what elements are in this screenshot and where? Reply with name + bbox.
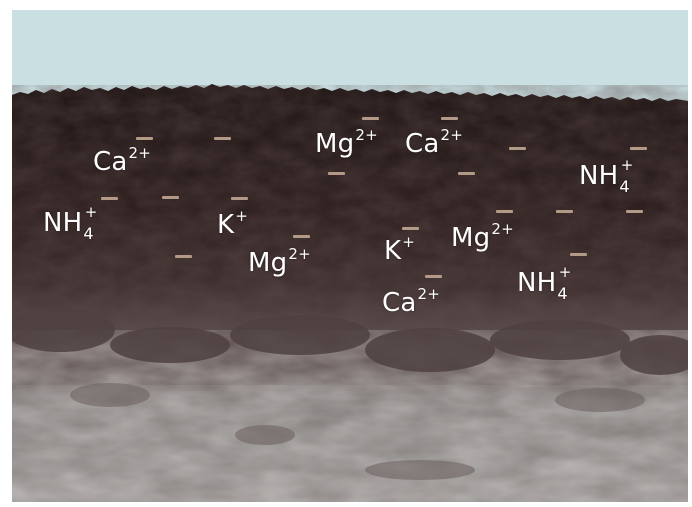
negative-charge-mark <box>214 137 231 140</box>
ion-label-4: NH4 + <box>43 205 98 242</box>
negative-charge-mark <box>175 255 192 258</box>
ion-label-9: Mg2+ <box>451 220 514 253</box>
subsoil-dark-patches <box>70 383 645 480</box>
ion-charge: 2+ <box>128 144 152 162</box>
negative-charge-mark <box>556 210 573 213</box>
ion-subscript: 4 <box>619 177 630 196</box>
ion-symbol: NH <box>43 208 83 238</box>
ion-symbol: K <box>217 210 235 240</box>
ion-label-2: Mg2+ <box>315 126 378 159</box>
ion-charge: 2+ <box>417 285 441 303</box>
ion-symbol: NH <box>517 268 557 298</box>
negative-charge-mark <box>570 253 587 256</box>
ion-subscript: 4 <box>83 224 94 243</box>
ion-label-7: Mg2+ <box>248 245 311 278</box>
ion-charge: + <box>620 156 634 174</box>
negative-charge-mark <box>402 227 419 230</box>
ion-charge: + <box>235 207 249 225</box>
negative-charge-mark <box>328 172 345 175</box>
ion-symbol: K <box>384 236 402 266</box>
ion-subscript: 4 <box>557 284 568 303</box>
ion-symbol: Ca <box>382 288 417 318</box>
ion-label-10: NH4 + <box>517 265 572 302</box>
soil-transition-blobs <box>12 308 688 375</box>
ion-charge: 2+ <box>355 126 378 144</box>
negative-charge-mark <box>293 235 310 238</box>
negative-charge-mark <box>441 117 458 120</box>
negative-charge-mark <box>362 117 379 120</box>
negative-charge-mark <box>231 197 248 200</box>
negative-charge-mark <box>425 275 442 278</box>
ion-symbol: NH <box>579 161 619 191</box>
ion-label-11: Ca2+ <box>382 285 441 318</box>
ion-charge: + <box>402 233 416 251</box>
negative-charge-mark <box>458 172 475 175</box>
ion-charge: + <box>558 263 572 281</box>
negative-charge-mark <box>136 137 153 140</box>
ion-charge: 2+ <box>440 126 464 144</box>
negative-charge-mark <box>496 210 513 213</box>
ion-charge: + <box>84 203 98 221</box>
ion-charge: 2+ <box>491 220 514 238</box>
ion-symbol: Mg <box>315 129 355 159</box>
negative-charge-mark <box>162 196 179 199</box>
ion-charge: 2+ <box>288 245 311 263</box>
negative-charge-mark <box>626 210 643 213</box>
negative-charge-mark <box>101 197 118 200</box>
ion-label-3: Ca2+ <box>405 126 464 159</box>
ion-label-6: K+ <box>217 207 249 240</box>
ion-label-1: Ca2+ <box>93 144 152 177</box>
ion-symbol: Mg <box>248 248 288 278</box>
ion-label-8: K+ <box>384 233 416 266</box>
ion-symbol: Ca <box>405 129 440 159</box>
negative-charge-mark <box>509 147 526 150</box>
ion-label-5: NH4 + <box>579 158 634 195</box>
ion-symbol: Mg <box>451 223 491 253</box>
ion-symbol: Ca <box>93 147 128 177</box>
negative-charge-mark <box>630 147 647 150</box>
